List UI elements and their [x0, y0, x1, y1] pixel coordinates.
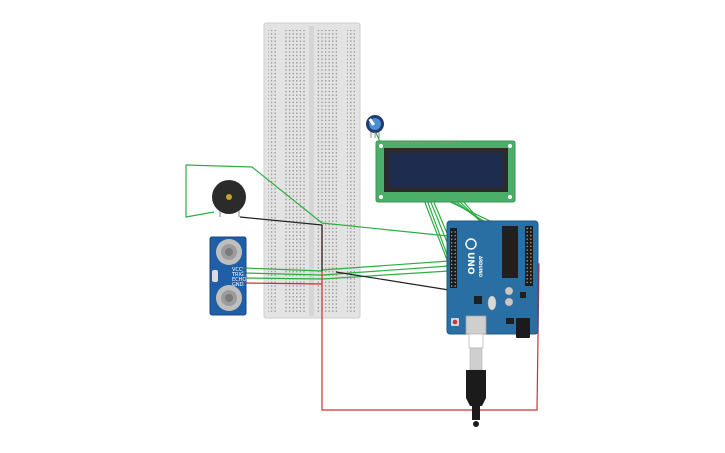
breadboard[interactable] — [263, 22, 361, 319]
wire-sensor-gnd[interactable] — [243, 282, 323, 285]
breadboard-power-rail-right — [347, 30, 355, 312]
sensor-pin-gnd: GND — [232, 282, 244, 288]
wire-ground-to-arduino[interactable] — [335, 271, 450, 291]
wire-buzzer-to-arduino[interactable] — [321, 222, 449, 237]
wire-sensor-vcc[interactable] — [243, 267, 323, 272]
usb-cable-icon[interactable] — [466, 370, 486, 406]
breadboard-center-channel — [309, 26, 314, 316]
arduino-power-jack[interactable] — [516, 318, 530, 338]
sensor-pin-echo: ECHO — [232, 277, 246, 283]
wire-buzzer-positive[interactable] — [185, 164, 323, 224]
wire-sensor-echo[interactable] — [243, 277, 323, 280]
arduino-crystal — [487, 295, 497, 311]
wire-bb-to-arduino-3[interactable] — [321, 270, 450, 280]
sensor-pin-vcc: VCC — [232, 267, 243, 273]
lcd-screen — [389, 153, 503, 187]
usb-cable[interactable] — [466, 333, 486, 427]
lcd-display[interactable] — [375, 140, 516, 203]
arduino-uno-label: UNO — [465, 252, 475, 275]
ultrasonic-sensor[interactable]: VCC TRIG ECHO GND — [209, 236, 247, 316]
sensor-crystal — [212, 270, 218, 282]
arduino-uno[interactable]: UNO ARDUINO — [446, 220, 539, 338]
wire-lcd-1[interactable] — [423, 199, 450, 266]
breadboard-power-rail-left — [268, 30, 276, 312]
sensor-pin-trig: TRIG — [231, 272, 244, 278]
potentiometer[interactable] — [366, 115, 384, 138]
arduino-logo-icon — [465, 238, 477, 250]
arduino-usb-port[interactable] — [465, 315, 487, 335]
breadboard-terminal-left — [284, 30, 306, 312]
wire-buzzer-ground[interactable] — [239, 216, 323, 226]
piezo-buzzer[interactable] — [212, 180, 246, 217]
wire-lcd-2[interactable] — [426, 199, 450, 261]
wire-bb-to-arduino-1[interactable] — [321, 260, 450, 271]
arduino-microcontroller — [502, 226, 518, 278]
lcd-header-pins — [390, 142, 462, 145]
arduino-brand-label: ARDUINO — [478, 256, 483, 278]
wire-sensor-trig[interactable] — [243, 272, 323, 276]
